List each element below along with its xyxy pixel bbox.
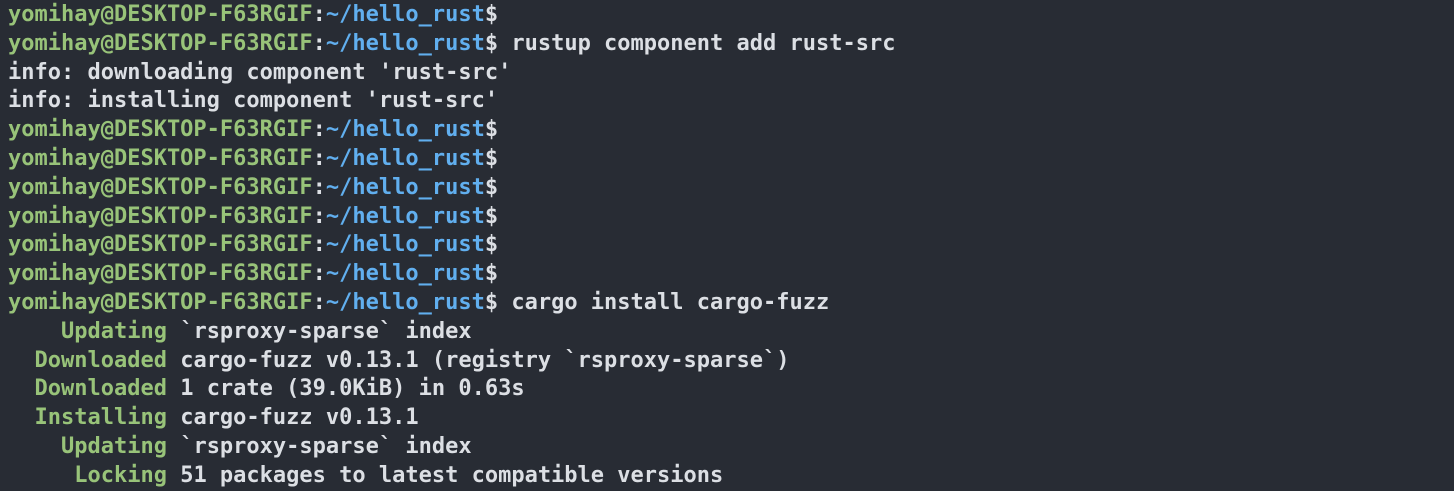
prompt-path: ~/hello_rust [325,117,485,143]
prompt-separator: : [312,174,326,200]
terminal-line: Downloaded cargo-fuzz v0.13.1 (registry … [8,347,1454,376]
prompt-separator: : [312,145,326,171]
prompt-sigil: $ [484,289,499,315]
terminal-line: info: downloading component 'rust-src' [8,59,1454,88]
cargo-status-verb: Updating [8,318,167,344]
prompt-user-host: yomihay@DESKTOP-F63RGIF [8,232,313,258]
cargo-status-verb: Locking [8,462,167,488]
prompt-user-host: yomihay@DESKTOP-F63RGIF [8,203,313,229]
command-text: cargo install cargo-fuzz [498,289,830,315]
prompt-path: ~/hello_rust [325,232,485,258]
output-text: `rsproxy-sparse` index [166,433,472,459]
output-text: cargo-fuzz v0.13.1 [166,405,419,431]
terminal-line: yomihay@DESKTOP-F63RGIF:~/hello_rust$ [8,231,1454,260]
prompt-separator: : [312,261,326,287]
prompt-path: ~/hello_rust [325,203,485,229]
prompt-sigil: $ [484,145,499,171]
terminal-line: Locking 51 packages to latest compatible… [8,462,1454,491]
prompt-path: ~/hello_rust [325,145,485,171]
cargo-status-verb: Downloaded [8,376,167,402]
prompt-user-host: yomihay@DESKTOP-F63RGIF [8,145,313,171]
output-text: 51 packages to latest compatible version… [166,462,724,488]
prompt-separator: : [312,30,326,56]
prompt-sigil: $ [484,117,499,143]
terminal-line: yomihay@DESKTOP-F63RGIF:~/hello_rust$ [8,260,1454,289]
output-text: info: downloading component 'rust-src' [8,59,512,85]
prompt-separator: : [312,203,326,229]
prompt-sigil: $ [484,2,499,27]
prompt-sigil: $ [484,203,499,229]
prompt-user-host: yomihay@DESKTOP-F63RGIF [8,117,313,143]
output-text: 1 crate (39.0KiB) in 0.63s [166,376,525,402]
prompt-sigil: $ [484,174,499,200]
output-text: info: installing component 'rust-src' [8,88,499,114]
prompt-user-host: yomihay@DESKTOP-F63RGIF [8,2,313,27]
terminal-line: yomihay@DESKTOP-F63RGIF:~/hello_rust$ [8,174,1454,203]
terminal-line: yomihay@DESKTOP-F63RGIF:~/hello_rust$ [8,116,1454,145]
prompt-path: ~/hello_rust [325,2,485,27]
prompt-separator: : [312,232,326,258]
terminal-line: Downloaded 1 crate (39.0KiB) in 0.63s [8,375,1454,404]
terminal-line: Updating `rsproxy-sparse` index [8,318,1454,347]
output-text: `rsproxy-sparse` index [166,318,472,344]
terminal-line: yomihay@DESKTOP-F63RGIF:~/hello_rust$ ru… [8,30,1454,59]
terminal-line: Installing cargo-fuzz v0.13.1 [8,404,1454,433]
prompt-user-host: yomihay@DESKTOP-F63RGIF [8,261,313,287]
terminal-line: Updating `rsproxy-sparse` index [8,433,1454,462]
prompt-path: ~/hello_rust [325,30,485,56]
cargo-status-verb: Installing [8,405,167,431]
prompt-path: ~/hello_rust [325,289,485,315]
prompt-separator: : [312,289,326,315]
cargo-status-verb: Updating [8,433,167,459]
terminal-line: info: installing component 'rust-src' [8,87,1454,116]
terminal-line: yomihay@DESKTOP-F63RGIF:~/hello_rust$ ca… [8,289,1454,318]
prompt-sigil: $ [484,30,499,56]
prompt-user-host: yomihay@DESKTOP-F63RGIF [8,289,313,315]
prompt-separator: : [312,117,326,143]
command-text: rustup component add rust-src [498,30,896,56]
prompt-user-host: yomihay@DESKTOP-F63RGIF [8,30,313,56]
prompt-sigil: $ [484,232,499,258]
prompt-user-host: yomihay@DESKTOP-F63RGIF [8,174,313,200]
prompt-path: ~/hello_rust [325,261,485,287]
cargo-status-verb: Downloaded [8,347,167,373]
terminal-line: yomihay@DESKTOP-F63RGIF:~/hello_rust$ [8,1,1454,30]
prompt-path: ~/hello_rust [325,174,485,200]
terminal-line: yomihay@DESKTOP-F63RGIF:~/hello_rust$ [8,145,1454,174]
prompt-separator: : [312,2,326,27]
prompt-sigil: $ [484,261,499,287]
terminal-line: yomihay@DESKTOP-F63RGIF:~/hello_rust$ [8,203,1454,232]
output-text: cargo-fuzz v0.13.1 (registry `rsproxy-sp… [166,347,790,373]
